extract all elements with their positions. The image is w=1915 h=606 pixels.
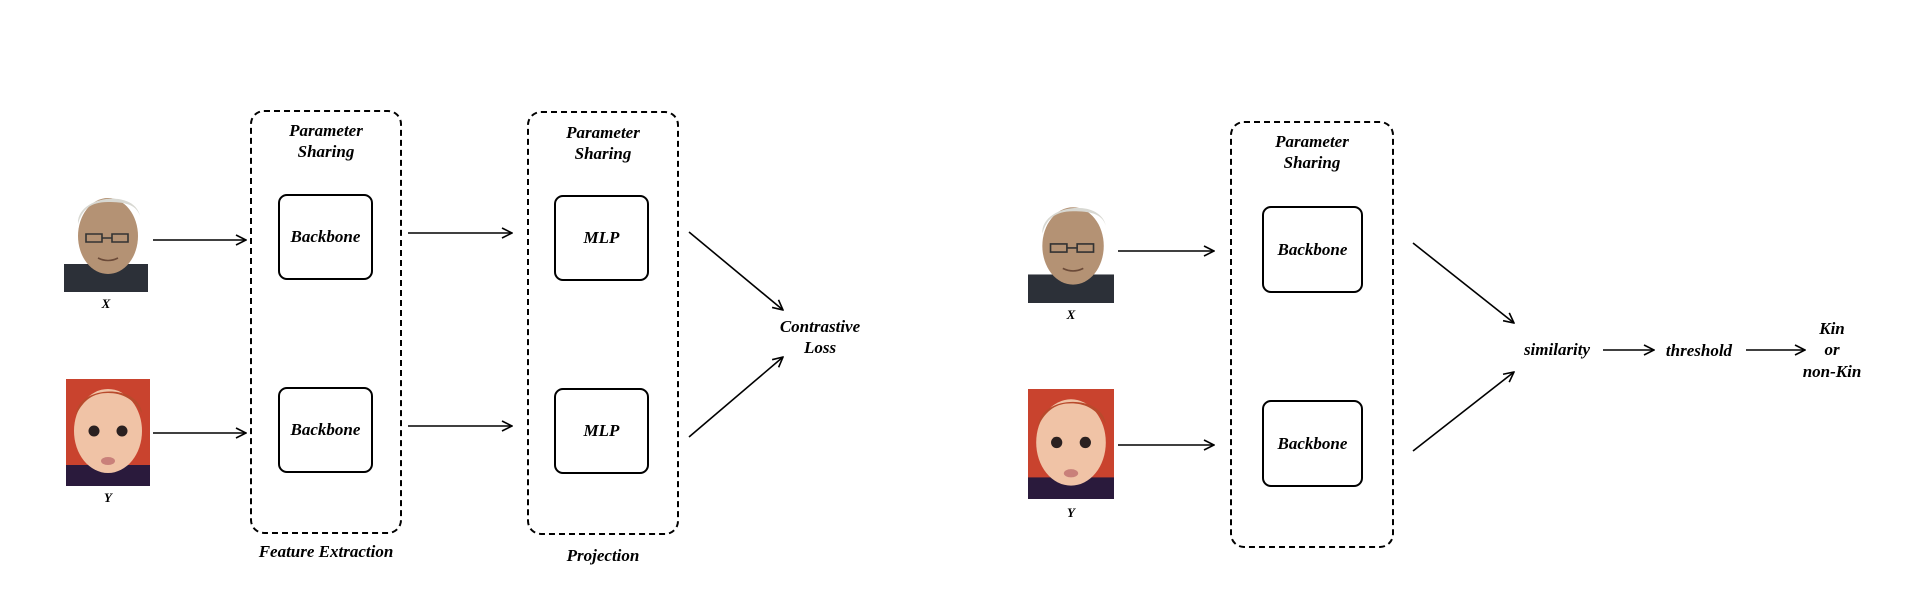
parameter-sharing-line-1: Parameter — [289, 121, 363, 140]
mlp-block-bottom: MLP — [554, 388, 649, 474]
backbone-block-top-label: Backbone — [290, 227, 361, 246]
kin-output-line-2: or — [1824, 340, 1840, 360]
baby-eye-left — [88, 425, 100, 437]
backbone-block-top-inference: Backbone — [1262, 206, 1363, 293]
parameter-sharing-label-inference: Parameter Sharing — [1230, 131, 1394, 174]
projection-label: Projection — [566, 546, 640, 565]
baby-eye-right — [116, 425, 128, 437]
baby-mouth — [101, 457, 115, 465]
face-image-y — [66, 379, 150, 486]
kin-output-label: Kin or non-Kin — [1782, 318, 1882, 382]
contrastive-loss-label: Contrastive Loss — [760, 316, 880, 359]
contrastive-loss-line-1: Contrastive — [779, 317, 861, 336]
kin-output-line-3: non-Kin — [1802, 361, 1862, 381]
backbone-block-bottom-label: Backbone — [290, 420, 361, 439]
similarity-label: similarity — [1523, 340, 1591, 359]
input-x-label-inference: X — [1066, 307, 1076, 322]
face-image-x-inference — [1028, 195, 1114, 303]
mlp-block-top: MLP — [554, 195, 649, 281]
feature-extraction-group — [250, 110, 402, 534]
input-y-label: Y — [104, 490, 112, 505]
threshold-label: threshold — [1665, 341, 1733, 360]
contrastive-loss-line-2: Loss — [803, 338, 837, 358]
baby-eye-right — [1079, 436, 1091, 449]
parameter-sharing-line-2: Sharing — [574, 144, 632, 164]
baby-face — [74, 389, 142, 473]
parameter-sharing-label-2: Parameter Sharing — [527, 122, 679, 165]
parameter-sharing-line-1: Parameter — [566, 123, 640, 142]
input-y-label-inference: Y — [1067, 505, 1075, 520]
baby-clothes — [66, 465, 150, 486]
inference-backbone-group — [1230, 121, 1394, 548]
backbone-block-bottom: Backbone — [278, 387, 373, 473]
backbone-block-top-inference-label: Backbone — [1277, 239, 1348, 259]
elder-face — [78, 198, 138, 274]
parameter-sharing-line-1: Parameter — [1275, 132, 1349, 151]
arrow-backbone-bottom-to-similarity — [1412, 372, 1514, 452]
elder-mouth — [97, 257, 119, 262]
arrow-mlp-top-to-loss — [688, 231, 783, 310]
feature-extraction-label: Feature Extraction — [258, 542, 394, 561]
parameter-sharing-line-2: Sharing — [297, 142, 355, 162]
projection-group — [527, 111, 679, 535]
elder-mouth — [1062, 267, 1084, 272]
arrow-mlp-bottom-to-loss — [688, 357, 783, 438]
mlp-block-bottom-label: MLP — [583, 421, 620, 440]
elder-face — [1042, 207, 1104, 285]
parameter-sharing-line-2: Sharing — [1283, 153, 1341, 173]
baby-clothes — [1028, 477, 1114, 499]
face-image-y-inference — [1028, 389, 1114, 499]
baby-face — [1036, 399, 1106, 486]
baby-mouth — [1063, 469, 1079, 478]
backbone-block-bottom-inference: Backbone — [1262, 400, 1363, 487]
baby-eye-left — [1051, 436, 1063, 449]
mlp-block-top-label: MLP — [583, 228, 620, 247]
arrow-backbone-top-to-similarity — [1412, 242, 1514, 323]
backbone-block-bottom-inference-label: Backbone — [1277, 433, 1348, 453]
face-image-x — [64, 186, 148, 292]
kin-output-line-1: Kin — [1819, 319, 1845, 338]
input-x-label: X — [101, 296, 111, 311]
elder-glasses — [1049, 243, 1095, 253]
parameter-sharing-label-1: Parameter Sharing — [250, 120, 402, 163]
backbone-block-top: Backbone — [278, 194, 373, 280]
elder-glasses — [85, 233, 129, 243]
